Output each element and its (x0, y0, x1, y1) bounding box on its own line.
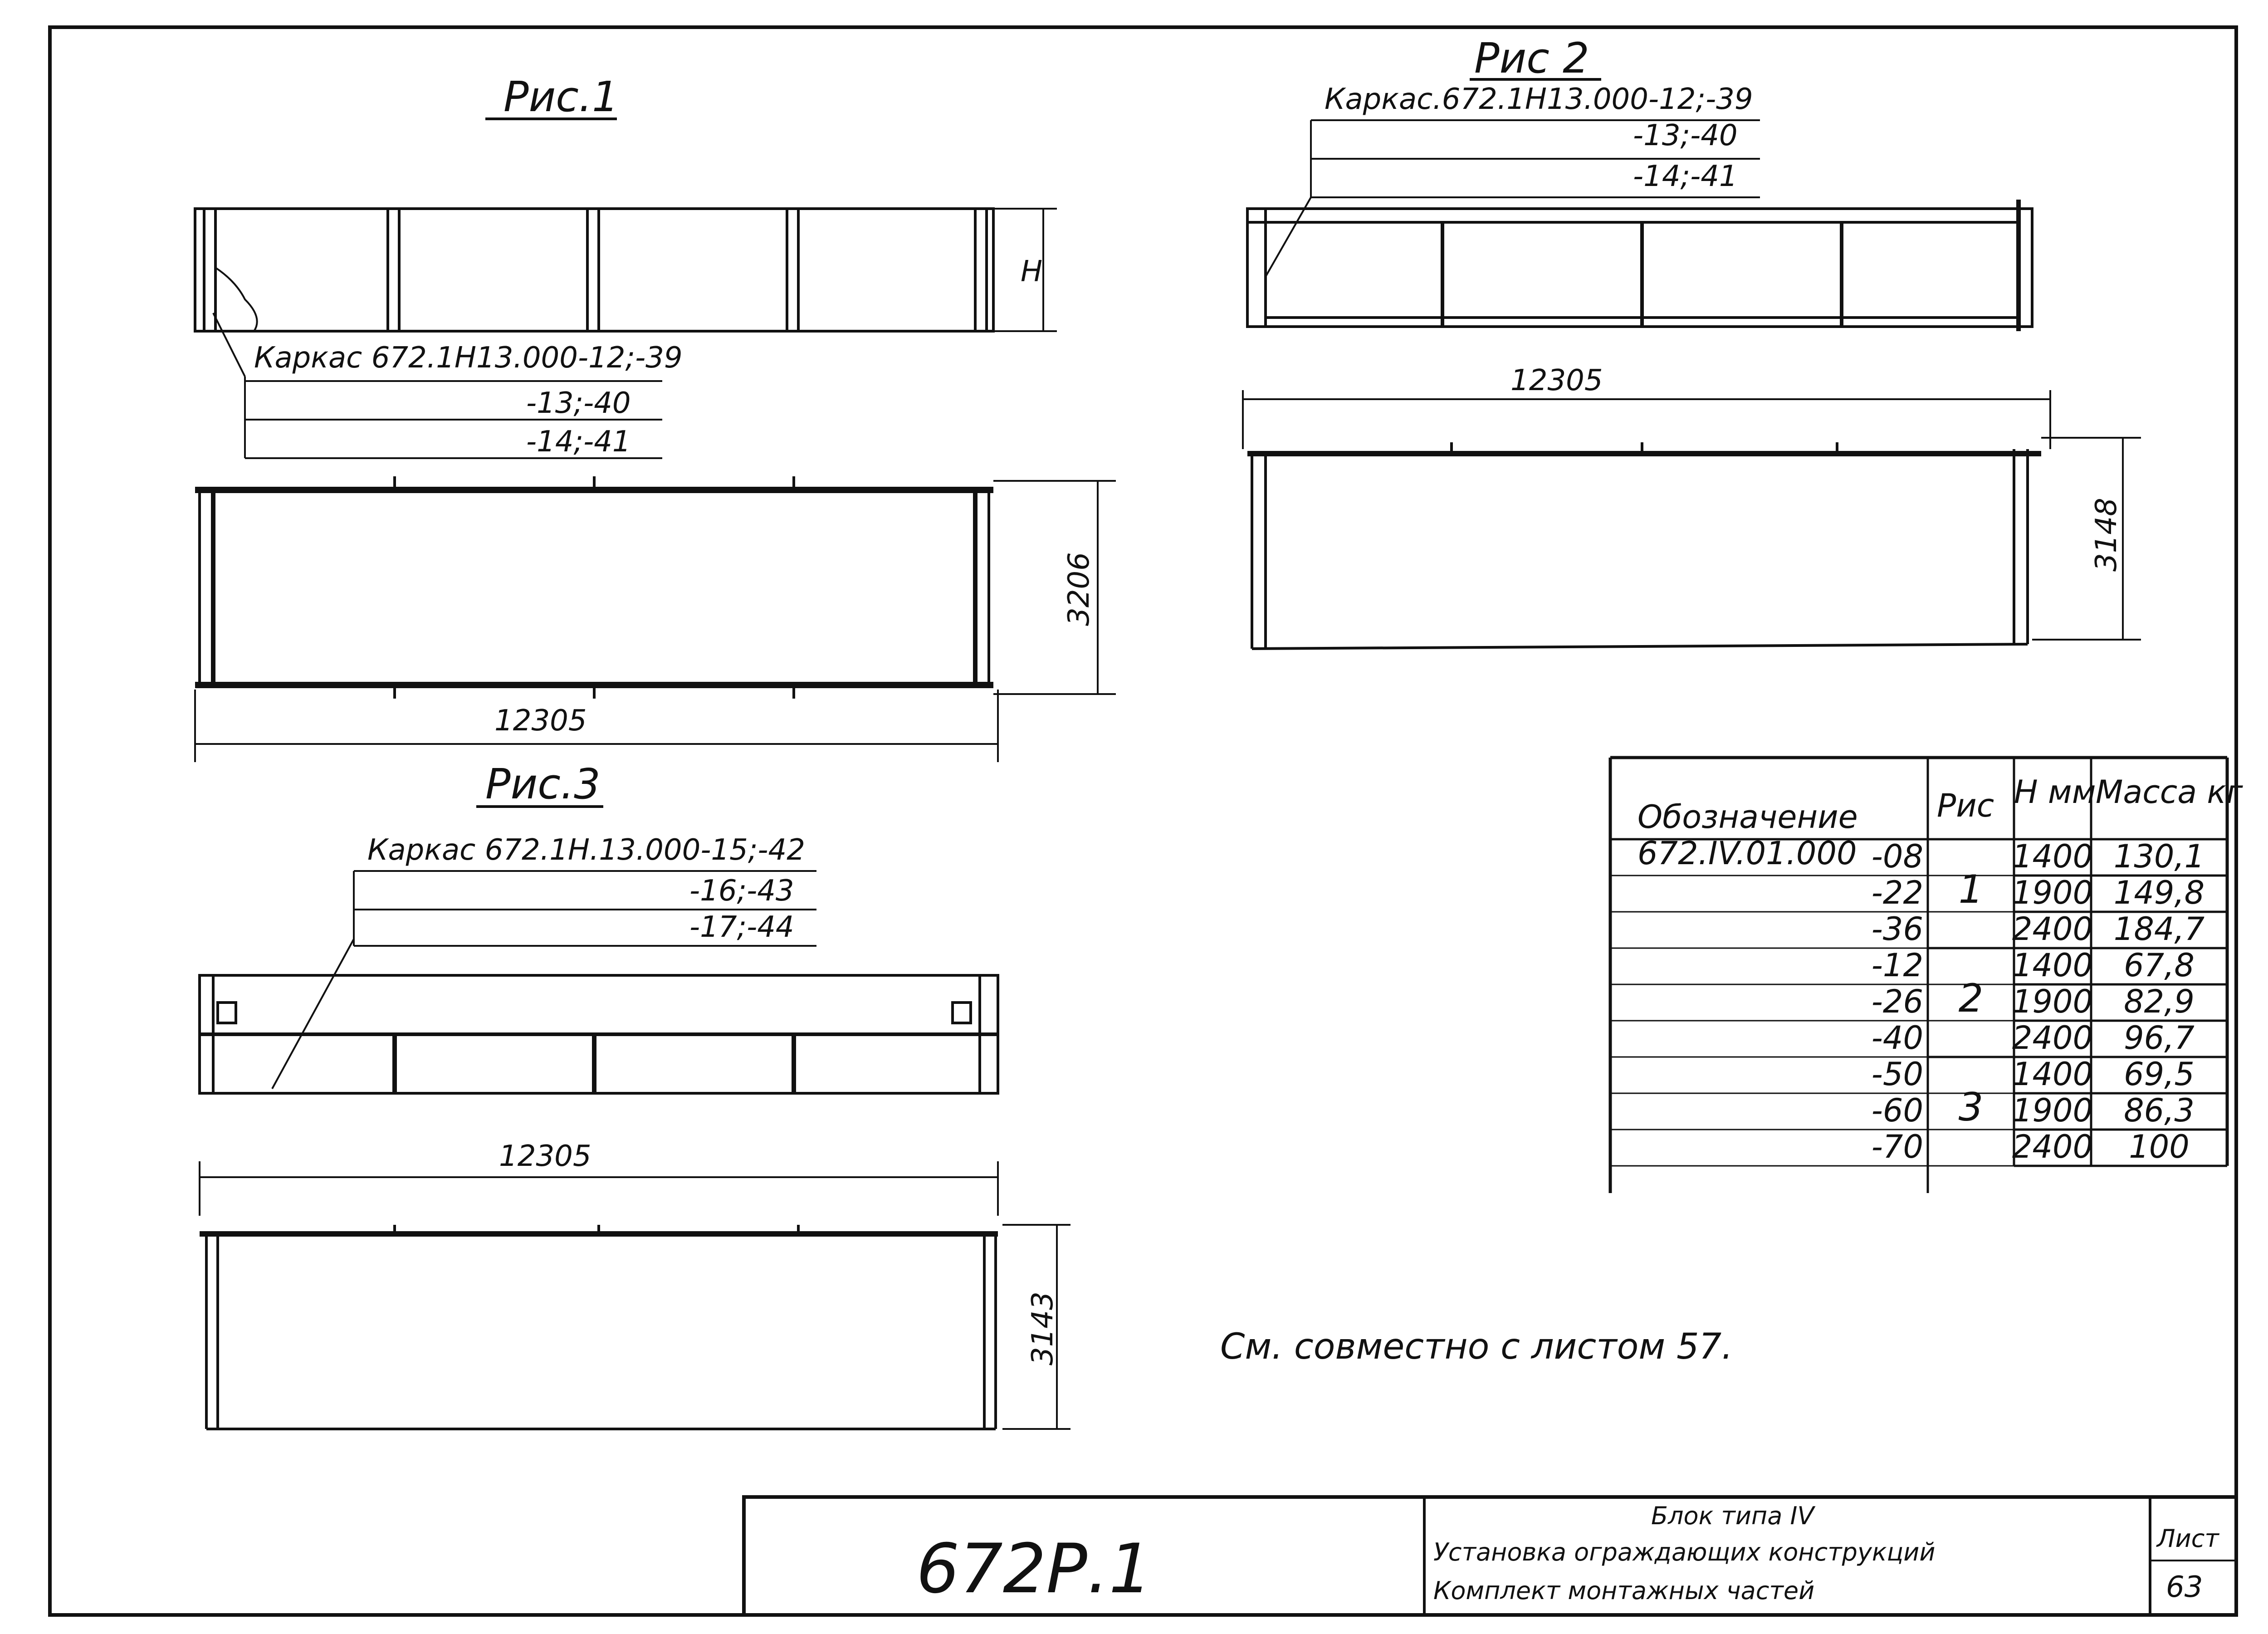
fig2-length-dimension: 12305 (1242, 364, 2051, 449)
table-cell-h: 2400 (2012, 1019, 2093, 1057)
fig1-callout: Каркас 672.1Н13.000-12;-39 -13;-40 -14;-… (212, 313, 683, 459)
header-fig: Рис (1937, 787, 1994, 824)
table-cell-suffix: -40 (1872, 1019, 1923, 1057)
fig3-callout-line-1: Каркас 672.1Н.13.000-15;-42 (367, 833, 805, 867)
title-line-1: Блок типа IV (1651, 1502, 1816, 1530)
table-cell-suffix: -22 (1872, 874, 1923, 911)
table-cell-fig: 2 (1959, 976, 1984, 1021)
fig1-plan (195, 476, 993, 699)
table-cell-fig: 1 (1959, 867, 1984, 912)
table-cell-suffix: -70 (1872, 1128, 1923, 1165)
table-cell-h: 2400 (2012, 1128, 2093, 1165)
table-cell-h: 1900 (2012, 874, 2093, 911)
title-line-2: Установка ограждающих конструкций (1433, 1538, 1935, 1566)
sheet-number: 63 (2166, 1570, 2203, 1604)
table-cell-mass: 86,3 (2124, 1092, 2195, 1129)
table-cell-mass: 69,5 (2124, 1056, 2195, 1093)
fig1-elevation (194, 207, 995, 333)
fig1-width-dimension: 3206 (993, 480, 1116, 695)
fig2-callout-line-3: -14;-41 (1633, 160, 1738, 193)
table-cell-h: 1400 (2012, 838, 2093, 875)
fig3-callout: Каркас 672.1Н.13.000-15;-42 -16;-43 -17;… (271, 833, 816, 1089)
fig3-title: Рис.3 (485, 760, 601, 808)
table-cell-h: 1900 (2012, 983, 2093, 1020)
spec-table-rows: -08 1 1400 130,1 -22 1900 149,8 -36 2400 184,7 -12… (1872, 838, 2205, 1165)
header-designation: Обозначение (1637, 798, 1858, 836)
table-cell-mass: 184,7 (2114, 910, 2204, 948)
header-mass: Масса кг (2096, 773, 2244, 811)
table-cell-h: 1400 (2012, 947, 2093, 984)
fig3-elevation (198, 974, 999, 1095)
fig2-plan (1247, 442, 2041, 650)
table-cell-mass: 130,1 (2114, 838, 2204, 875)
doc-code: 672Р.1 (916, 1530, 1152, 1609)
fig1-callout-line-3: -14;-41 (526, 425, 631, 459)
fig3-callout-line-3: -17;-44 (689, 910, 794, 944)
fig2-elevation (1246, 200, 2033, 331)
fig2-title: Рис 2 (1474, 34, 1589, 83)
fig2-callout-line-2: -13;-40 (1633, 119, 1738, 152)
note-text: См. совместно с листом 57. (1220, 1326, 1733, 1367)
fig2-callout-line-1: Каркас.672.1Н13.000-12;-39 (1325, 83, 1753, 116)
header-h: Н мм (2014, 773, 2096, 811)
fig1-callout-line-2: -13;-40 (526, 386, 631, 420)
table-cell-suffix: -60 (1872, 1092, 1923, 1129)
fig1-h-dimension: Н (993, 208, 1057, 332)
fig3-dim-width: 3143 (1026, 1292, 1060, 1365)
fig2-dim-length: 12305 (1510, 364, 1603, 397)
fig2-width-dimension: 3148 (2032, 437, 2141, 641)
fig2-dim-width: 3148 (2090, 498, 2123, 572)
fig1-h-label: Н (1021, 255, 1042, 289)
table-cell-mass: 67,8 (2124, 947, 2195, 984)
table-cell-suffix: -50 (1872, 1056, 1923, 1093)
fig2-callout: Каркас.672.1Н13.000-12;-39 -13;-40 -14;-… (1265, 83, 1760, 277)
fig3-plan (200, 1225, 998, 1430)
table-cell-fig: 3 (1959, 1085, 1984, 1130)
fig1-title: Рис.1 (503, 73, 619, 121)
fig1-length-dimension: 12305 (194, 690, 999, 762)
sheet-label: Лист (2156, 1524, 2219, 1553)
fig3-callout-line-2: -16;-43 (689, 874, 794, 908)
table-cell-suffix: -26 (1872, 983, 1923, 1020)
title-block: 672Р.1 Блок типа IV Установка ограждающи… (742, 1495, 2238, 1617)
table-cell-suffix: -12 (1872, 947, 1923, 984)
table-cell-mass: 82,9 (2124, 983, 2195, 1020)
table-cell-suffix: -08 (1872, 838, 1923, 875)
fig1-dim-width: 3206 (1062, 552, 1096, 626)
table-cell-h: 1400 (2012, 1056, 2093, 1093)
table-cell-mass: 96,7 (2124, 1019, 2195, 1057)
designation-prefix: 672.IV.01.000 (1637, 835, 1857, 872)
table-cell-suffix: -36 (1872, 910, 1923, 948)
fig1-callout-line-1: Каркас 672.1Н13.000-12;-39 (254, 341, 683, 375)
fig3-width-dimension: 3143 (1002, 1224, 1070, 1430)
table-cell-h: 2400 (2012, 910, 2093, 948)
fig1-dim-length: 12305 (494, 704, 587, 738)
fig3-length-dimension: 12305 (199, 1140, 999, 1216)
spec-table: Обозначение Рис Н мм Масса кг 672.IV.01.… (1608, 756, 2244, 1193)
table-cell-mass: 100 (2129, 1128, 2190, 1165)
fig3-dim-length: 12305 (499, 1140, 591, 1173)
title-line-3: Комплект монтажных частей (1433, 1576, 1814, 1605)
spec-table-grid (1608, 756, 2229, 1193)
table-cell-mass: 149,8 (2114, 874, 2204, 911)
sheet-frame (48, 25, 2238, 1617)
table-cell-h: 1900 (2012, 1092, 2093, 1129)
